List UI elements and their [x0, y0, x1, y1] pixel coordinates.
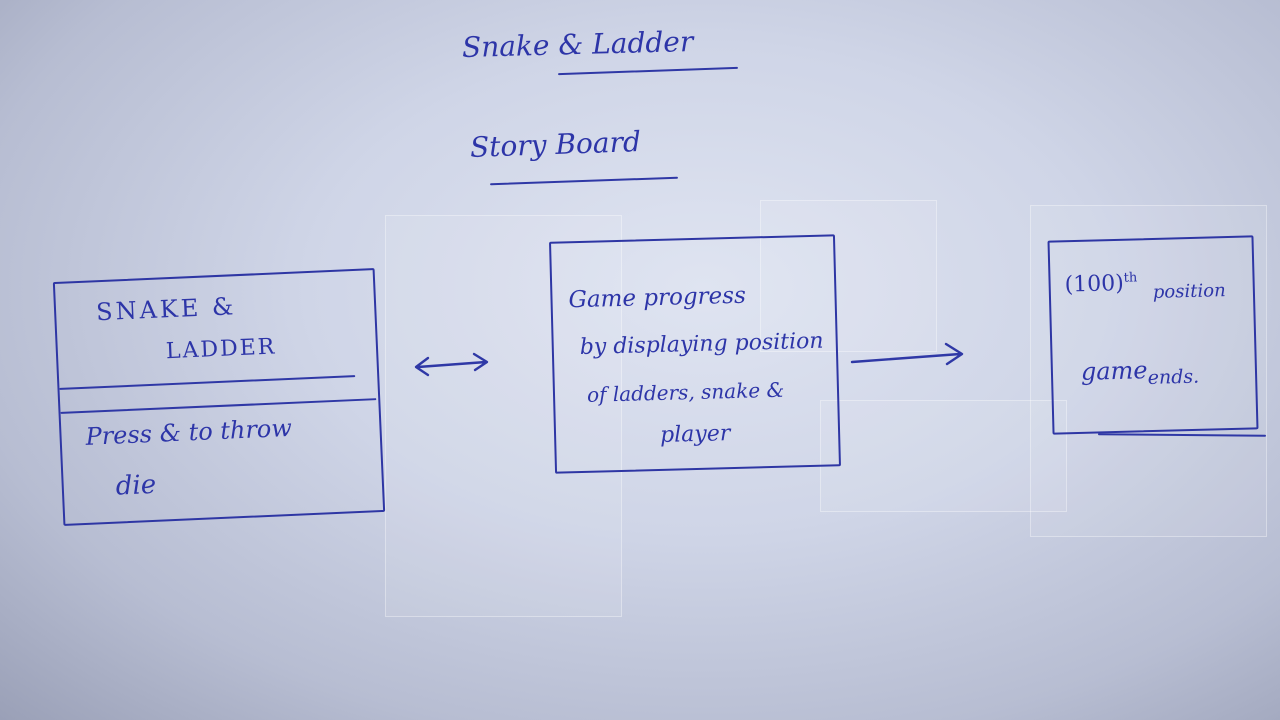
frame-progress-line4: player: [659, 421, 731, 448]
title-underline: [558, 66, 738, 76]
storyboard-subtitle: Story Board: [469, 125, 642, 164]
frame-start-body-line1: Press & to throw: [85, 413, 293, 451]
frame-start-title-line1: SNAKE &: [95, 292, 237, 327]
subtitle-underline: [490, 176, 678, 186]
frame-end-line1-rest: position: [1152, 280, 1226, 303]
frame-start-body-line2: die: [115, 469, 157, 502]
frame-start-title-line2: LADDER: [165, 334, 277, 365]
frame-end-line2-main: gameends.: [1081, 355, 1200, 391]
storyboard-frame-start: SNAKE & LADDER Press & to throw die: [52, 268, 386, 526]
frame-end-line1-main: (100)th: [1064, 270, 1137, 297]
frame-start-divider: [59, 375, 356, 390]
frame-end-position-number: (100): [1064, 271, 1125, 298]
background-paper-3: [820, 400, 1067, 512]
frame-start-divider-lower: [60, 398, 377, 414]
frame-end-superscript: th: [1123, 270, 1138, 286]
storyboard-frame-progress: Game progress by displaying position of …: [549, 234, 841, 474]
background-paper-1: [385, 215, 622, 617]
background-paper-4: [1030, 205, 1267, 537]
storyboard-frame-end: (100)th position gameends.: [1047, 235, 1259, 435]
storyboard-title: Snake & Ladder: [461, 24, 694, 65]
frame-end-game: game: [1080, 356, 1148, 386]
frame-end-ends: ends.: [1147, 365, 1200, 389]
frame-progress-line3: of ladders, snake &: [586, 377, 785, 407]
frame-progress-line2: by displaying position: [579, 328, 824, 361]
background-paper-2: [760, 200, 937, 352]
frame-progress-line1: Game progress: [568, 282, 747, 314]
